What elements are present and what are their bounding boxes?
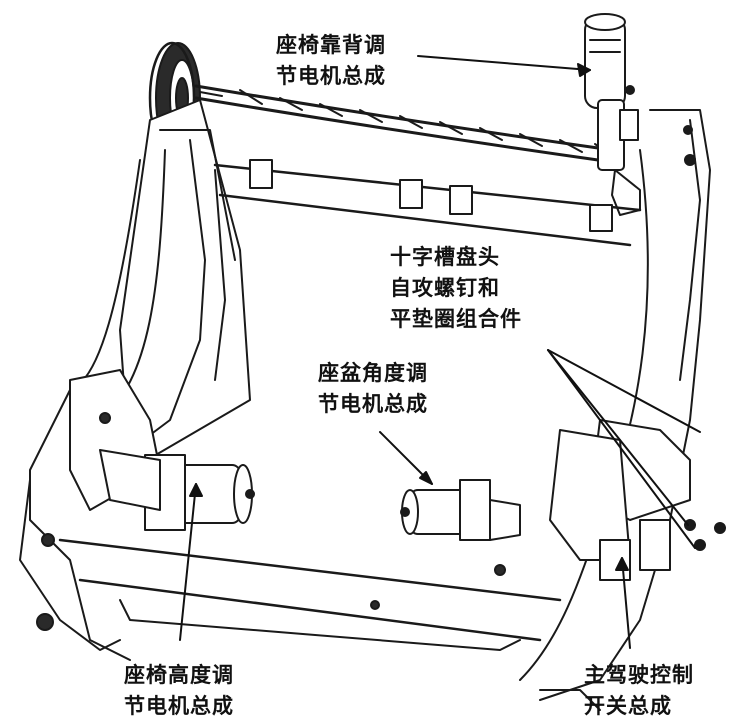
label-height-motor: 座椅高度调 节电机总成: [124, 660, 234, 720]
leader-screws-1: [547, 349, 701, 433]
arrow-height-motor: [189, 483, 203, 497]
left-bolts: [36, 412, 506, 631]
left-side-rail: [19, 99, 251, 661]
label-screws-line3: 平垫圈组合件: [390, 307, 522, 331]
label-tilt-motor: 座盆角度调 节电机总成: [318, 358, 428, 420]
driver-switch-bracket: [549, 429, 726, 581]
label-screws-line2: 自攻螺钉和: [390, 276, 500, 300]
label-driver-switch-line2: 开关总成: [584, 694, 672, 718]
leader-height-motor: [179, 483, 197, 641]
label-screws: 十字槽盘头 自攻螺钉和 平垫圈组合件: [390, 242, 522, 335]
leader-screws-2: [547, 349, 689, 526]
label-tilt-motor-line1: 座盆角度调: [318, 361, 428, 385]
label-screws-line1: 十字槽盘头: [390, 245, 500, 269]
label-height-motor-line2: 节电机总成: [124, 694, 234, 718]
label-backrest-motor-line2: 节电机总成: [276, 64, 386, 88]
label-backrest-motor-line1: 座椅靠背调: [276, 33, 386, 57]
backrest-drive-shaft: [194, 84, 614, 164]
leader-screws-3: [547, 349, 696, 549]
arrow-backrest-motor: [577, 63, 591, 77]
upper-cross-tube: [213, 159, 642, 247]
label-backrest-motor: 座椅靠背调 节电机总成: [276, 30, 386, 92]
height-motor: [99, 449, 255, 531]
leader-lines: [179, 55, 701, 649]
label-tilt-motor-line2: 节电机总成: [318, 392, 428, 416]
label-height-motor-line1: 座椅高度调: [124, 663, 234, 687]
lower-front-tube: [58, 538, 562, 651]
label-driver-switch: 主驾驶控制 开关总成: [584, 660, 694, 720]
label-driver-switch-line1: 主驾驶控制: [584, 663, 694, 687]
arrow-tilt-motor: [419, 471, 433, 485]
tilt-motor: [400, 479, 521, 541]
arrow-driver-switch: [615, 557, 629, 571]
leader-backrest-motor: [417, 55, 591, 71]
backrest-motor: [584, 13, 641, 216]
leader-driver-switch: [621, 557, 631, 649]
